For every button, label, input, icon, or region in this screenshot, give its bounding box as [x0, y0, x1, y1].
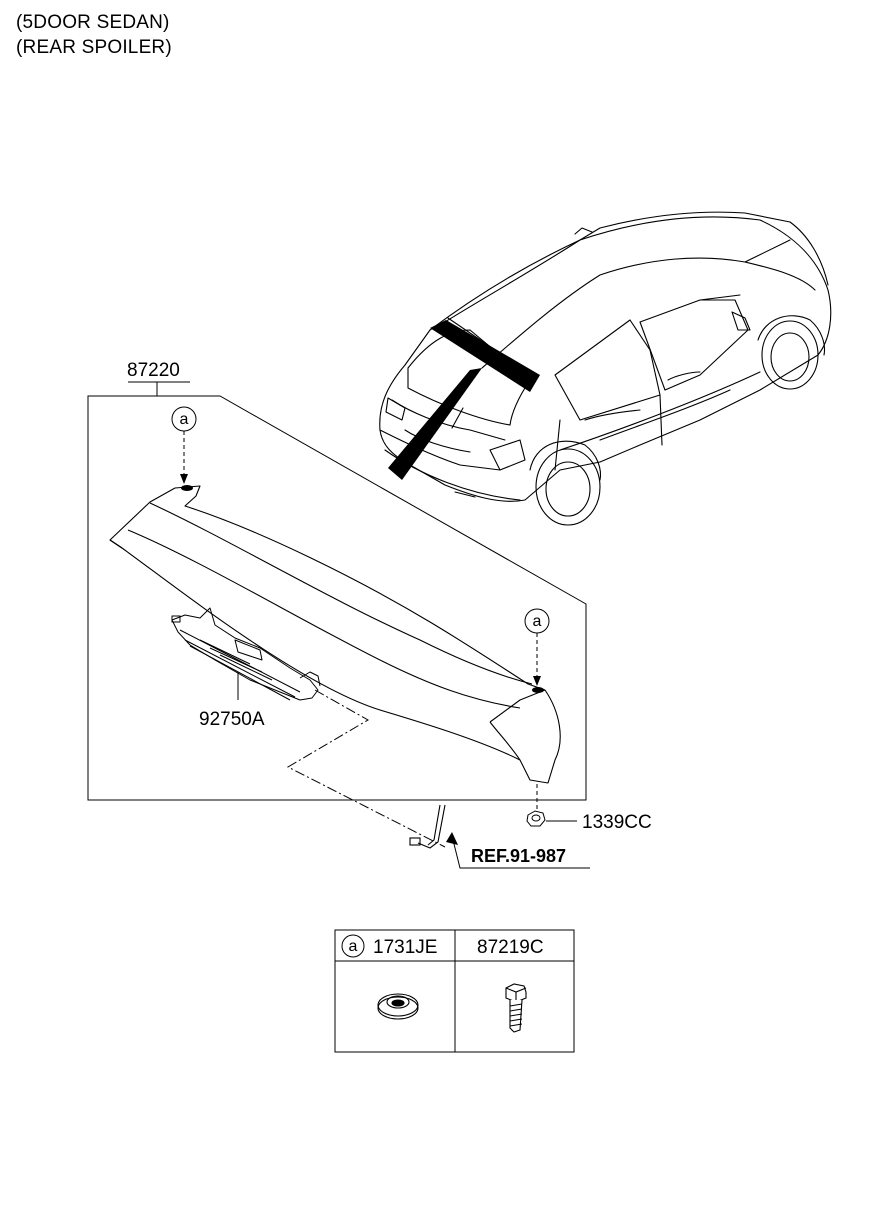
marker-a-right: a [524, 608, 550, 693]
callout-reference: REF.91-987 [471, 846, 566, 866]
callout-nut: 1339CC [582, 812, 652, 833]
diagram-title-line-2: (REAR SPOILER) [16, 37, 172, 58]
spoiler-part [109, 485, 561, 784]
marker-a-left: a [171, 406, 197, 491]
wiring-harness [409, 804, 446, 849]
stop-lamp-part [171, 607, 321, 701]
callout-spoiler-assembly: 87220 [127, 360, 180, 381]
diagram-title-line-1: (5DOOR SEDAN) [16, 12, 170, 33]
wiring-path-line [286, 689, 446, 848]
spoiler-highlight [388, 320, 540, 480]
svg-text:a: a [349, 938, 358, 955]
grommet-icon [377, 993, 419, 1020]
ref-leader-line [451, 835, 590, 869]
nut-part [526, 784, 577, 827]
table-header-col-1: a 1731JE [341, 934, 437, 958]
parts-table: a 1731JE 87219C [334, 929, 575, 1053]
svg-text:a: a [533, 613, 542, 630]
part-number-87219c: 87219C [477, 937, 544, 958]
callout-stop-lamp: 92750A [199, 709, 265, 730]
svg-text:a: a [180, 411, 189, 428]
car-illustration [379, 211, 832, 526]
part-number-1731je: 1731JE [373, 937, 437, 958]
bolt-icon [505, 983, 527, 1033]
assembly-box [87, 381, 587, 801]
